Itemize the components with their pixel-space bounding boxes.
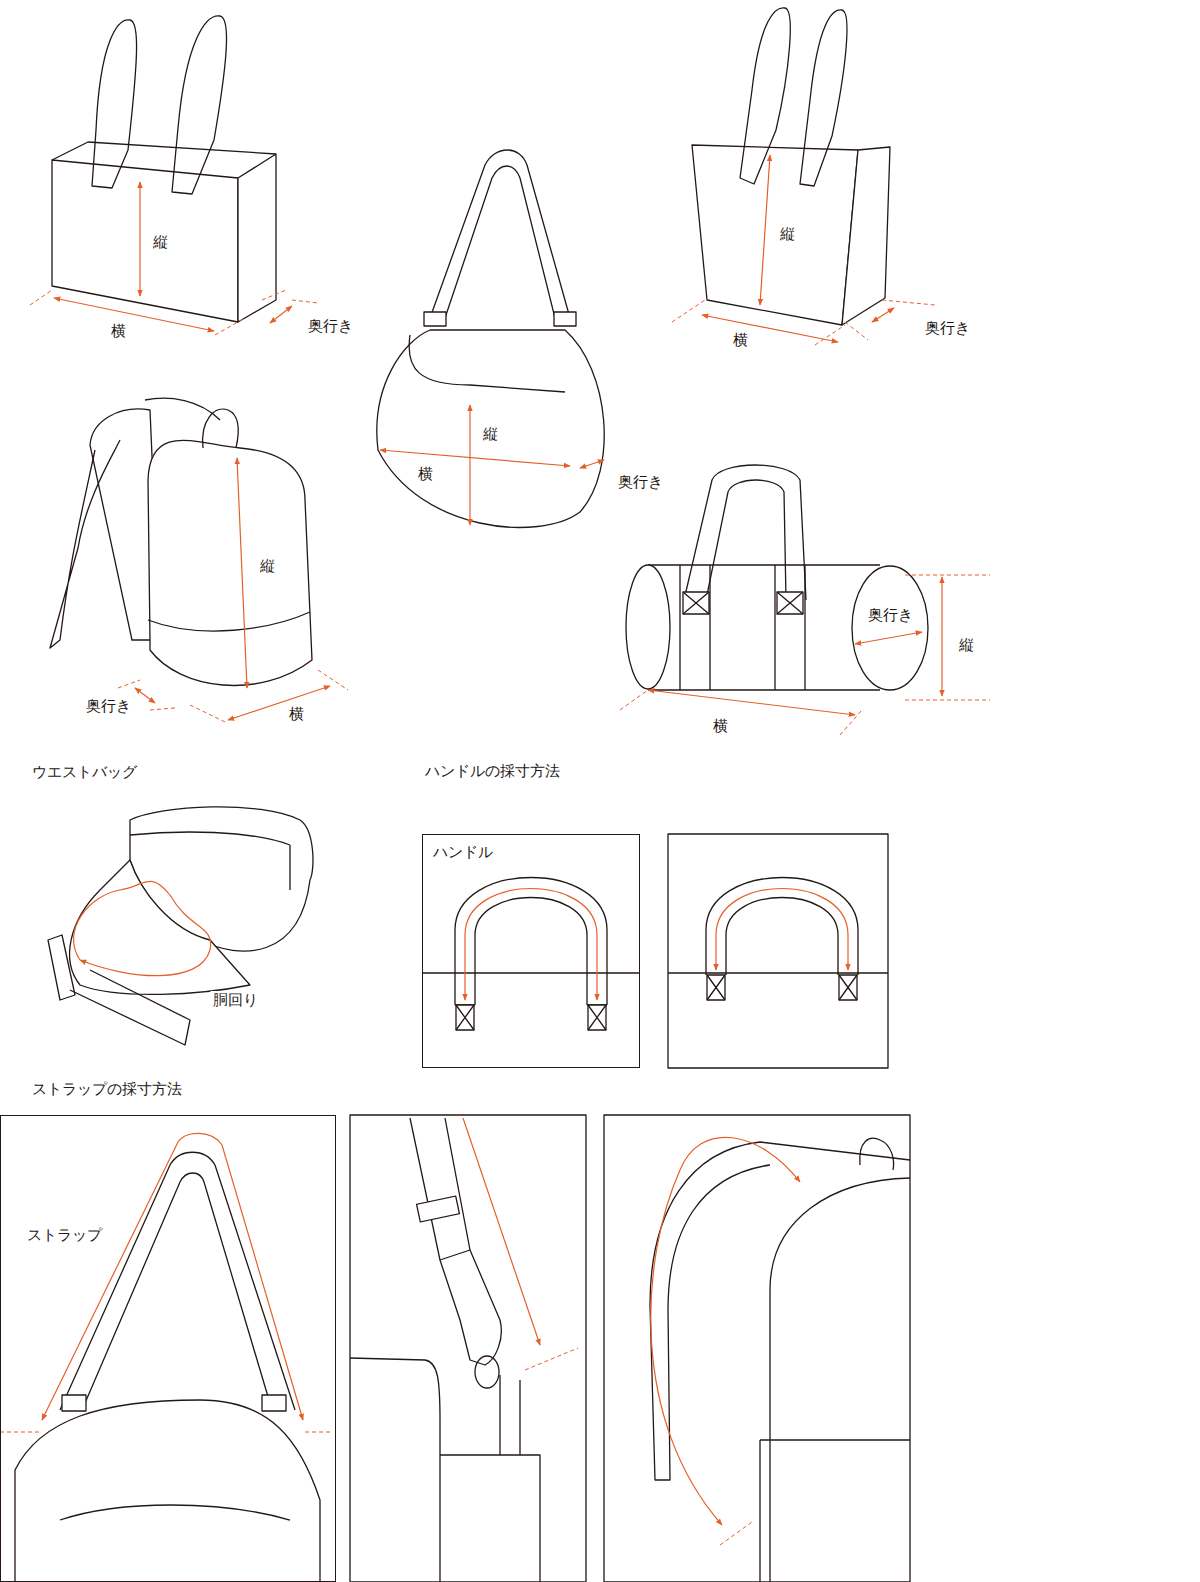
dimension-label: 横 (287, 705, 306, 723)
dimension-label: 縦 (957, 636, 976, 654)
girth-label: 胴回り (211, 991, 260, 1009)
dimension-label: 奥行き (866, 606, 915, 624)
panel-title: ハンドル (431, 843, 495, 862)
dimension-label: 横 (711, 717, 730, 735)
dimension-label: 横 (109, 322, 128, 340)
dimension-label: 横 (416, 465, 435, 483)
dimension-label: 縦 (151, 233, 170, 251)
dimension-label: 奥行き (616, 473, 665, 491)
handle-panel: ハンドル (422, 834, 640, 1068)
dimension-label: 縦 (481, 425, 500, 443)
section-heading: ウエストバッグ (30, 763, 139, 781)
dimension-label: 奥行き (84, 697, 133, 715)
dimension-label: 奥行き (923, 319, 972, 337)
dimension-label: 横 (731, 331, 750, 349)
section-heading: ストラップの採寸方法 (30, 1080, 184, 1098)
dimension-label: 奥行き (306, 317, 355, 335)
dimension-label: 縦 (778, 225, 797, 243)
strap-panel: ストラップ (0, 1115, 336, 1582)
dimension-label: 縦 (258, 557, 277, 575)
section-heading: ハンドルの採寸方法 (423, 762, 562, 780)
panel-title: ストラップ (25, 1226, 104, 1245)
